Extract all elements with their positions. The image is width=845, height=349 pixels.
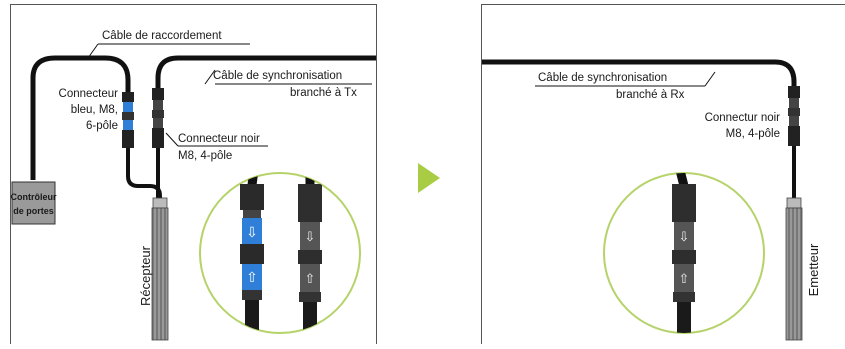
arrow-up-icon: ⇧	[305, 271, 316, 286]
label-black-connector-line1: Connecteur noir	[178, 133, 260, 145]
blue-connector	[122, 92, 134, 148]
label-sync-rx-line1: Câble de synchronisation	[538, 72, 667, 84]
controller-label-line2: de portes	[13, 206, 54, 216]
label-emitter-connector-line1: Connectur noir	[705, 112, 781, 124]
right-panel: Emetteur Câble de synchronisation branch…	[482, 5, 845, 345]
controller-label-line1: Contrôleur	[11, 192, 57, 202]
receiver-label: Récepteur	[138, 245, 153, 306]
emitter-black-connector	[788, 86, 800, 146]
next-step-arrow-icon	[418, 163, 440, 193]
label-sync-rx-line2: branché à Rx	[616, 89, 685, 101]
label-cable-raccordement: Câble de raccordement	[102, 30, 222, 42]
label-blue-connector-line3: 6-pôle	[86, 120, 118, 132]
zoom-circle-left	[200, 173, 360, 333]
label-blue-connector-line2: bleu, M8,	[71, 104, 118, 116]
door-controller: Contrôleur de portes	[11, 182, 57, 224]
label-sync-tx-line2: branché à Tx	[290, 87, 357, 99]
arrow-up-icon: ⇧	[246, 269, 258, 285]
black-connector	[152, 88, 164, 148]
arrow-down-icon: ⇩	[246, 224, 258, 240]
arrow-down-icon: ⇩	[679, 229, 690, 244]
arrow-down-icon: ⇩	[305, 229, 316, 244]
arrow-up-icon: ⇧	[679, 271, 690, 286]
label-emitter-connector-line2: M8, 4-pôle	[726, 128, 780, 140]
emitter-label: Emetteur	[806, 243, 821, 296]
left-panel: Contrôleur de portes Récepteur Câble de …	[11, 5, 377, 345]
label-sync-tx-line1: Câble de synchronisation	[213, 70, 342, 82]
label-black-connector-line2: M8, 4-pôle	[178, 150, 232, 162]
label-blue-connector-line1: Connecteur	[59, 88, 119, 100]
